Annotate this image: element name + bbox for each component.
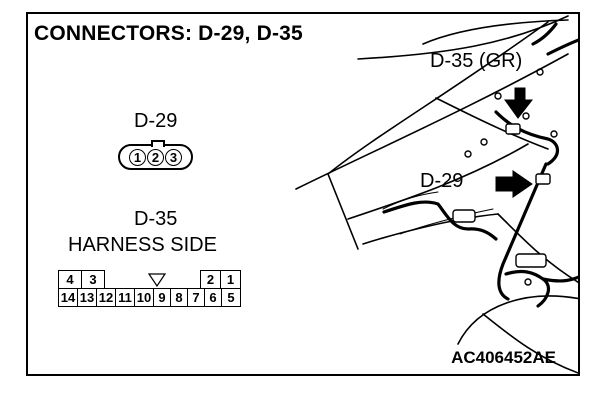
- a-pillar: [435, 97, 549, 150]
- windshield-lower: [327, 173, 359, 250]
- harness-left: [382, 200, 498, 241]
- d35-pin-8: 8: [170, 288, 188, 307]
- callout-d29: D-29: [420, 170, 464, 192]
- trim-line: [399, 208, 494, 235]
- d35-face-label: D-35: [134, 208, 178, 230]
- diagram-title: CONNECTORS: D-29, D-35: [34, 22, 303, 45]
- connector-block-2: [515, 253, 547, 268]
- d29-pin-3: 3: [165, 148, 182, 166]
- figure-code: AC406452AE: [451, 348, 556, 367]
- dash-line-1: [347, 143, 529, 220]
- inner-edge: [382, 191, 439, 210]
- d35-harness-side-label: HARNESS SIDE: [68, 234, 217, 256]
- cowl-line: [295, 53, 569, 190]
- callout-d35-gr: D-35 (GR): [430, 50, 523, 72]
- wheel-arch: [457, 295, 578, 345]
- d35-pin-14: 14: [58, 288, 78, 307]
- body-edge-upper: [357, 15, 569, 60]
- connector-block-1: [452, 209, 476, 223]
- grommet-1: [480, 138, 488, 146]
- d29-face-label: D-29: [134, 110, 178, 132]
- vehicle-harness-illustration: [295, 15, 578, 374]
- dash-panel: [362, 213, 499, 245]
- d29-lock-tab: [151, 140, 165, 147]
- d35-pin-5: 5: [221, 288, 241, 307]
- grommet-5: [550, 130, 558, 138]
- grommet-4: [536, 68, 544, 76]
- harness-main-vertical: [497, 162, 548, 301]
- connector-block-d29: [535, 173, 551, 185]
- d35-connector: 4 3 2 1 14 13 12 11 10 9 8 7 6 5: [58, 270, 261, 308]
- d29-pin-1: 1: [129, 148, 146, 166]
- diagram-frame: CONNECTORS: D-29, D-35 D-29 1 2 3 D-35 H…: [26, 12, 580, 376]
- d29-callout-arrow-icon: [495, 170, 533, 198]
- windshield-outline: [327, 21, 549, 175]
- harness-top-right: [531, 22, 578, 56]
- harness-right-lower: [541, 275, 578, 283]
- lower-panel: [497, 213, 578, 284]
- grommet-3: [494, 92, 502, 100]
- harness-upper: [494, 110, 559, 166]
- grommet-6: [464, 150, 472, 158]
- grommet-7: [524, 278, 532, 286]
- d29-pin-2: 2: [147, 148, 164, 166]
- roof-edge: [422, 19, 569, 45]
- connector-block-3: [505, 123, 521, 135]
- d29-connector: 1 2 3: [118, 140, 193, 170]
- d35-callout-arrow-icon: [504, 87, 534, 119]
- d35-key-triangle-icon: [148, 273, 166, 287]
- floor-line: [482, 313, 578, 374]
- d35-pin-9: 9: [153, 288, 171, 307]
- grommet-2: [522, 112, 530, 120]
